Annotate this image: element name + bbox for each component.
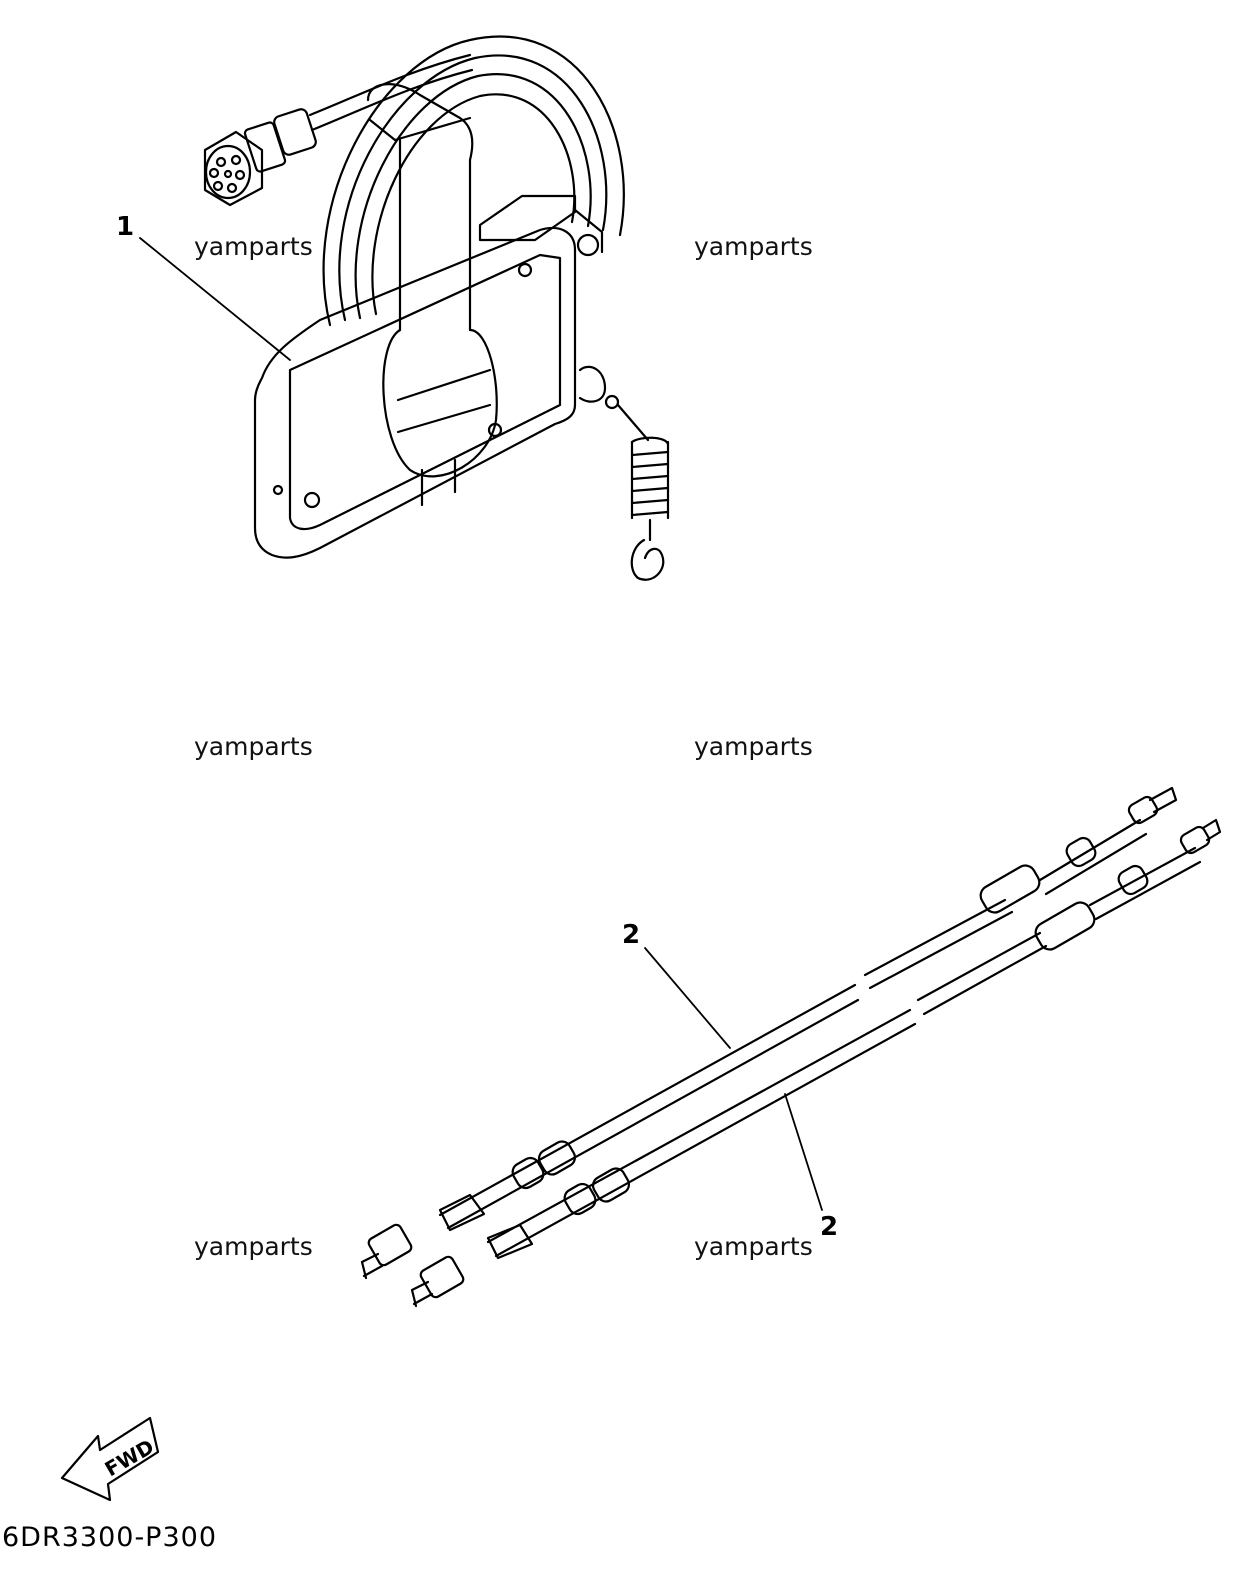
fwd-arrow-icon — [60, 1416, 160, 1502]
watermark: yamparts — [194, 732, 313, 761]
watermark: yamparts — [694, 232, 813, 261]
callout-part-2[interactable]: 2 — [622, 920, 641, 950]
fwd-label: FWD — [101, 1434, 158, 1481]
watermark: yamparts — [694, 1232, 813, 1261]
diagram-code: 6DR3300-P300 — [2, 1522, 218, 1553]
remote-control-cables — [360, 786, 1222, 1308]
watermark: yamparts — [194, 1232, 313, 1261]
callout-part-1[interactable]: 1 — [116, 212, 135, 242]
watermark: yamparts — [194, 232, 313, 261]
callout-part-2[interactable]: 2 — [820, 1212, 839, 1242]
remote-control-box — [139, 35, 670, 581]
watermark: yamparts — [694, 732, 813, 761]
